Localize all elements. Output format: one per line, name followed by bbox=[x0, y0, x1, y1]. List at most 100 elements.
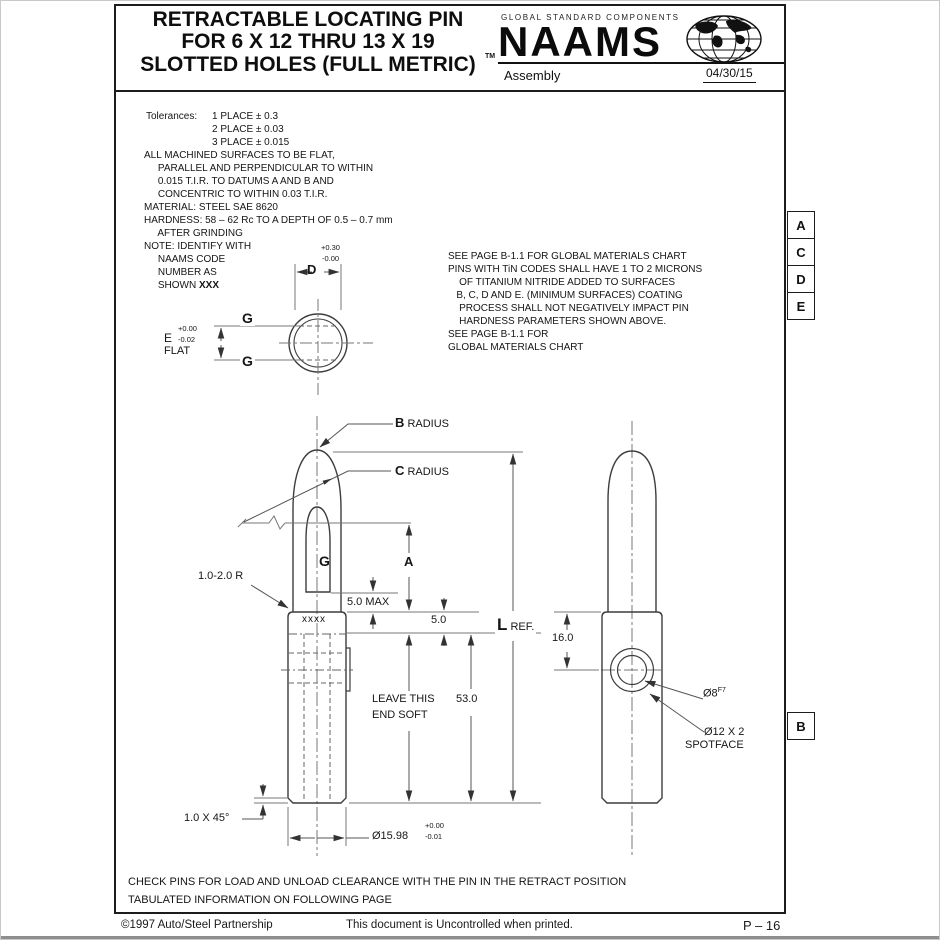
dia-tolerance-plus: +0.00 bbox=[425, 821, 444, 830]
l-ref-label: L REF. bbox=[495, 615, 537, 635]
side-view-outline bbox=[601, 450, 663, 804]
front-view-inner-lines bbox=[281, 633, 353, 671]
datum-box-e: E bbox=[787, 292, 815, 320]
side-view-centerlines bbox=[601, 421, 663, 856]
spec-line: AFTER GRINDING bbox=[144, 228, 243, 239]
naams-code-placeholder: XXX bbox=[199, 280, 220, 291]
title-block-divider bbox=[114, 90, 786, 92]
chamfer-label: 1.0 X 45° bbox=[184, 812, 230, 824]
brand-subtitle: Assembly bbox=[504, 68, 561, 83]
corner-radius-label: 1.0-2.0 R bbox=[198, 570, 244, 582]
dia-8-label: Ø8F7 bbox=[703, 687, 726, 700]
datum-box-d: D bbox=[787, 265, 815, 293]
datum-box-b: B bbox=[787, 712, 815, 740]
spec-line: PARALLEL AND PERPENDICULAR TO WITHIN bbox=[144, 163, 374, 174]
dim-16-label: 16.0 bbox=[550, 632, 576, 644]
tolerance-line: 2 PLACE ± 0.03 bbox=[212, 124, 284, 135]
front-view-dimensions bbox=[242, 453, 517, 842]
spec-line: NAAMS CODE bbox=[144, 254, 226, 265]
dim-53-label: 53.0 bbox=[454, 693, 480, 705]
l-ref-letter: L bbox=[497, 615, 508, 634]
footer-center-note: This document is Uncontrolled when print… bbox=[346, 919, 573, 931]
tolerance-line: 1 PLACE ± 0.3 bbox=[212, 111, 279, 122]
dia-1598-label: Ø15.98 bbox=[372, 830, 409, 842]
e-tolerance-minus: -0.02 bbox=[178, 335, 196, 344]
front-view-hidden bbox=[289, 634, 345, 799]
side-view-dimensions bbox=[563, 613, 705, 733]
front-view-outline bbox=[287, 449, 351, 804]
dia-12-label: Ø12 X 2 bbox=[704, 726, 745, 738]
spec-line: 0.015 T.I.R. TO DATUMS A AND B AND bbox=[144, 176, 334, 187]
b-radius-word: RADIUS bbox=[407, 418, 450, 430]
dim-5-label: 5.0 bbox=[431, 614, 447, 626]
footer-bar bbox=[1, 936, 939, 939]
spec-line: CONCENTRIC TO WITHIN 0.03 T.I.R. bbox=[144, 189, 328, 200]
d-tolerance-minus: -0.00 bbox=[322, 254, 340, 263]
globe-icon bbox=[686, 15, 762, 63]
spec-note-last: SHOWN XXX bbox=[144, 279, 219, 292]
flat-label: FLAT bbox=[164, 345, 191, 357]
drawing-title-line: FOR 6 X 12 THRU 13 X 19 bbox=[181, 30, 435, 54]
tolerance-line: 3 PLACE ± 0.015 bbox=[212, 137, 290, 148]
front-view-leaders bbox=[243, 423, 393, 609]
b-radius-letter: B bbox=[395, 415, 405, 430]
b-radius-label: B RADIUS bbox=[395, 415, 449, 430]
drawing-title-line: SLOTTED HOLES (FULL METRIC) bbox=[140, 52, 476, 76]
leave-soft-line1: LEAVE THIS bbox=[370, 693, 437, 705]
tin-note-line: PROCESS SHALL NOT NEGATIVELY IMPACT PIN bbox=[448, 303, 689, 314]
dia-tolerance-minus: -0.01 bbox=[425, 832, 443, 841]
d-tolerance-plus: +0.30 bbox=[321, 243, 340, 252]
g-flat-top-label: G bbox=[240, 310, 255, 326]
g-flat-bottom-label: G bbox=[240, 353, 255, 369]
tolerance-label: Tolerances: bbox=[146, 111, 198, 122]
e-tolerance-plus: +0.00 bbox=[178, 324, 197, 333]
leave-soft-line2: END SOFT bbox=[370, 709, 430, 721]
spec-line: NUMBER AS bbox=[144, 267, 217, 278]
tin-note-line: OF TITANIUM NITRIDE ADDED TO SURFACES bbox=[448, 277, 676, 288]
c-radius-letter: C bbox=[395, 463, 405, 478]
brand-tagline: GLOBAL STANDARD COMPONENTS bbox=[501, 13, 680, 22]
spec-notes: ALL MACHINED SURFACES TO BE FLAT, PARALL… bbox=[144, 149, 393, 279]
tin-note-line: B, C, D AND E. (MINIMUM SURFACES) COATIN… bbox=[448, 290, 683, 301]
spec-line: ALL MACHINED SURFACES TO BE FLAT, bbox=[144, 150, 335, 161]
tin-note-line: SEE PAGE B-1.1 FOR bbox=[448, 329, 549, 340]
spec-shown-text: SHOWN bbox=[144, 280, 199, 291]
dim-a-label: A bbox=[402, 554, 416, 569]
dia-8-value: Ø8 bbox=[703, 687, 718, 700]
spec-line: HARDNESS: 58 – 62 Rc TO A DEPTH OF 0.5 –… bbox=[144, 215, 393, 226]
c-radius-word: RADIUS bbox=[407, 466, 450, 478]
trademark-symbol: TM bbox=[485, 53, 496, 60]
tin-note-line: HARDNESS PARAMETERS SHOWN ABOVE. bbox=[448, 316, 667, 327]
c-radius-label: C RADIUS bbox=[395, 463, 449, 478]
sheet-border bbox=[114, 4, 786, 914]
bottom-note-line: CHECK PINS FOR LOAD AND UNLOAD CLEARANCE… bbox=[128, 876, 627, 888]
dim-d-label: D bbox=[307, 262, 317, 277]
footer-page-number: P – 16 bbox=[743, 918, 781, 933]
spotface-label: SPOTFACE bbox=[685, 739, 744, 751]
logo-rule bbox=[498, 62, 784, 64]
spec-line: MATERIAL: STEEL SAE 8620 bbox=[144, 202, 278, 213]
dim-e-label: E bbox=[164, 331, 173, 345]
l-ref-word: REF. bbox=[510, 621, 535, 633]
detail-view-extensions bbox=[214, 264, 342, 361]
bottom-notes: CHECK PINS FOR LOAD AND UNLOAD CLEARANCE… bbox=[128, 873, 626, 909]
spec-line: NOTE: IDENTIFY WITH bbox=[144, 241, 252, 252]
bottom-note-line: TABULATED INFORMATION ON FOLLOWING PAGE bbox=[128, 894, 392, 906]
revision-date: 04/30/15 bbox=[703, 66, 756, 83]
front-view-extensions bbox=[237, 451, 541, 846]
tolerance-list: 1 PLACE ± 0.3 2 PLACE ± 0.03 3 PLACE ± 0.0… bbox=[212, 110, 289, 149]
tin-note-line: GLOBAL MATERIALS CHART bbox=[448, 342, 584, 353]
tin-note-line: PINS WITH TiN CODES SHALL HAVE 1 TO 2 MI… bbox=[448, 264, 703, 275]
tin-coating-notes: SEE PAGE B-1.1 FOR GLOBAL MATERIALS CHAR… bbox=[448, 250, 702, 354]
id-mark-label: xxxx bbox=[302, 614, 326, 625]
dim-5max-label: 5.0 MAX bbox=[347, 596, 390, 608]
dia-8-fit-class: F7 bbox=[717, 687, 726, 694]
footer-copyright: ©1997 Auto/Steel Partnership bbox=[121, 919, 273, 931]
side-view-extensions bbox=[554, 611, 601, 671]
drawing-title-line: RETRACTABLE LOCATING PIN bbox=[152, 8, 464, 31]
detail-view-dims bbox=[217, 268, 340, 359]
detail-view-centerlines bbox=[279, 299, 373, 395]
